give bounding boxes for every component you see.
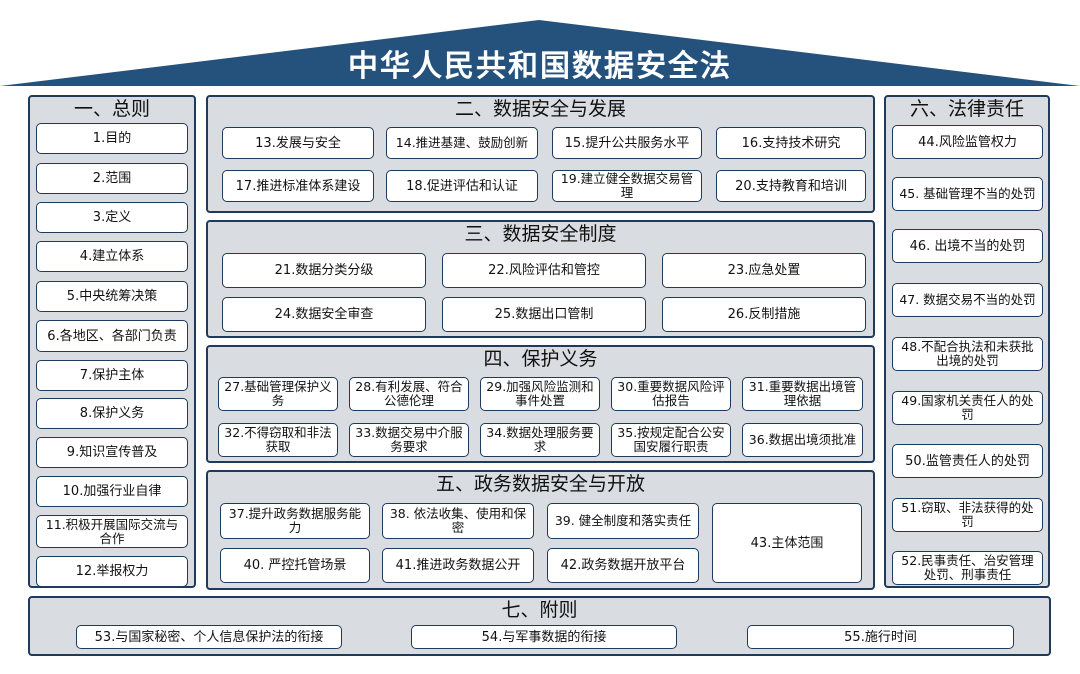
article-box: 53.与国家秘密、个人信息保护法的衔接	[76, 625, 342, 649]
article-box: 1.目的	[36, 123, 188, 154]
article-box: 16.支持技术研究	[716, 127, 866, 159]
article-box: 11.积极开展国际交流与合作	[36, 515, 188, 548]
article-box: 3.定义	[36, 202, 188, 233]
article-box: 35.按规定配合公安国安履行职责	[611, 423, 731, 457]
article-box: 48.不配合执法和未获批出境的处罚	[892, 337, 1043, 371]
article-box: 6.各地区、各部门负责	[36, 320, 188, 352]
article-box: 28.有利发展、符合公德伦理	[349, 377, 469, 411]
article-box: 32.不得窃取和非法获取	[218, 423, 338, 457]
article-box: 31.重要数据出境管理依据	[742, 377, 863, 411]
article-box: 26.反制措施	[662, 297, 866, 332]
roof-banner	[0, 20, 1080, 86]
article-box: 15.提升公共服务水平	[552, 127, 702, 159]
article-box: 42.政务数据开放平台	[547, 548, 699, 583]
article-box: 5.中央统筹决策	[36, 281, 188, 312]
article-box: 44.风险监管权力	[892, 125, 1043, 159]
article-box: 41.推进政务数据公开	[382, 548, 534, 583]
chapter-title: 二、数据安全与发展	[454, 98, 626, 120]
article-box: 24.数据安全审查	[222, 297, 426, 332]
article-box: 19.建立健全数据交易管理	[552, 170, 702, 202]
chapter-title: 三、数据安全制度	[464, 223, 617, 245]
article-box: 7.保护主体	[36, 360, 188, 391]
article-box: 39. 健全制度和落实责任	[547, 503, 699, 539]
article-box: 36.数据出境须批准	[742, 423, 863, 457]
article-box: 9.知识宣传普及	[36, 437, 188, 468]
article-box: 2.范围	[36, 163, 188, 194]
article-box: 18.促进评估和认证	[386, 170, 538, 202]
article-box: 47. 数据交易不当的处罚	[892, 283, 1043, 317]
chapter-title: 一、总则	[73, 98, 150, 120]
chapter-title: 五、政务数据安全与开放	[435, 473, 645, 495]
article-box: 54.与军事数据的衔接	[411, 625, 677, 649]
article-box: 37.提升政务数据服务能力	[220, 503, 370, 539]
page-title: 中华人民共和国数据安全法	[348, 49, 732, 84]
article-box: 23.应急处置	[662, 253, 866, 288]
chapter-title: 四、保护义务	[483, 348, 598, 370]
article-box: 52.民事责任、治安管理处罚、刑事责任	[892, 551, 1043, 585]
article-box: 20.支持教育和培训	[716, 170, 866, 202]
article-box: 38. 依法收集、使用和保密	[382, 503, 534, 539]
article-box: 50.监管责任人的处罚	[892, 444, 1043, 478]
article-box: 4.建立体系	[36, 241, 188, 272]
article-box: 29.加强风险监测和事件处置	[480, 377, 600, 411]
article-box: 51.窃取、非法获得的处罚	[892, 498, 1043, 532]
chapter-title: 六、法律责任	[909, 98, 1024, 120]
article-box: 13.发展与安全	[222, 127, 374, 159]
article-box: 17.推进标准体系建设	[222, 170, 374, 202]
article-box: 22.风险评估和管控	[442, 253, 646, 288]
article-box: 10.加强行业自律	[36, 476, 188, 507]
article-box: 33.数据交易中介服务要求	[349, 423, 469, 457]
article-box: 25.数据出口管制	[442, 297, 646, 332]
article-box: 43.主体范围	[712, 503, 862, 583]
article-box: 46. 出境不当的处罚	[892, 229, 1043, 263]
article-box: 30.重要数据风险评估报告	[611, 377, 731, 411]
article-box: 14.推进基建、鼓励创新	[386, 127, 538, 159]
chapter-title: 七、附则	[501, 599, 578, 621]
article-box: 27.基础管理保护义务	[218, 377, 338, 411]
article-box: 12.举报权力	[36, 556, 188, 587]
article-box: 49.国家机关责任人的处罚	[892, 391, 1043, 425]
article-box: 34.数据处理服务要求	[480, 423, 600, 457]
article-box: 8.保护义务	[36, 398, 188, 429]
article-box: 40. 严控托管场景	[220, 548, 370, 583]
article-box: 55.施行时间	[747, 625, 1014, 649]
article-box: 21.数据分类分级	[222, 253, 426, 288]
article-box: 45. 基础管理不当的处罚	[892, 177, 1043, 211]
